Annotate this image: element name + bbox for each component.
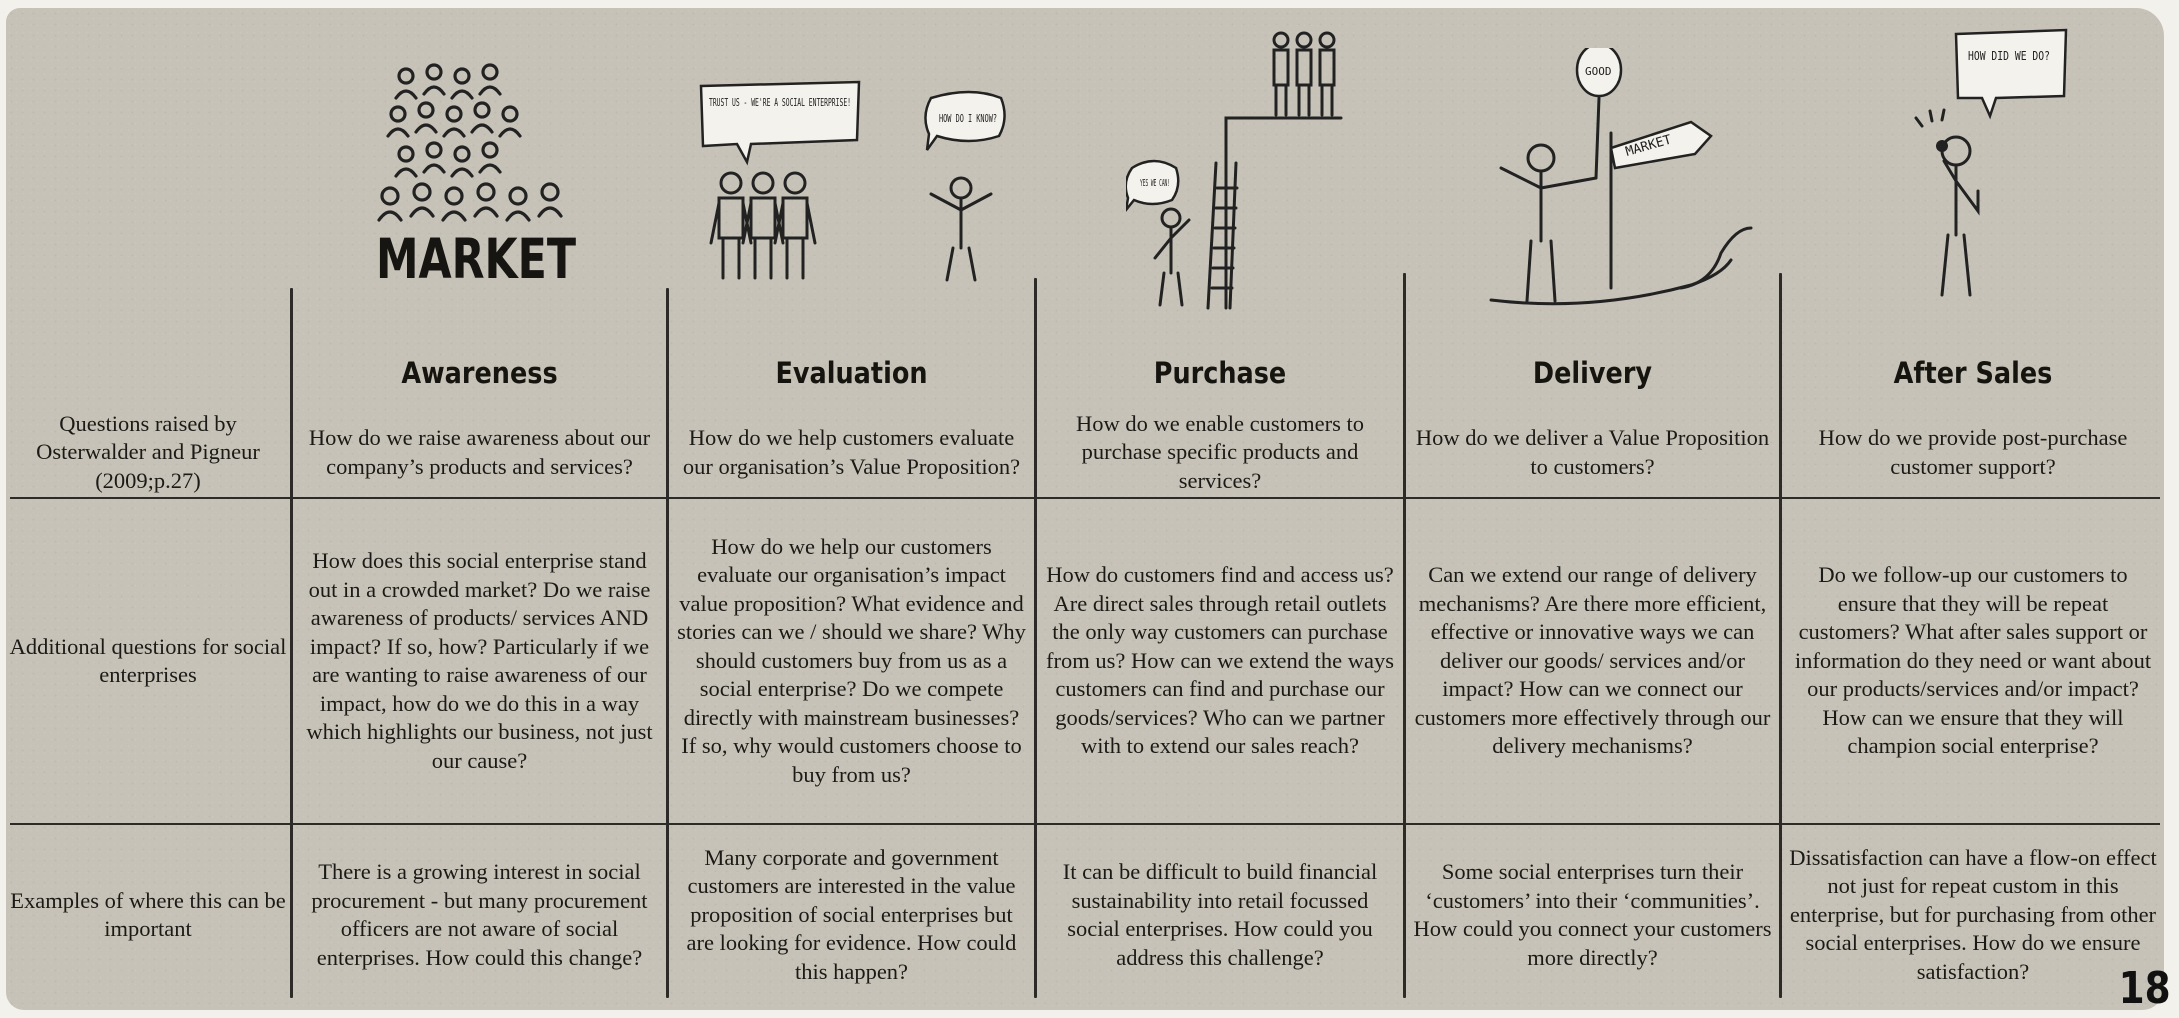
aftersales-illustration: HOW DID WE DO? [1914,28,2068,297]
cell-r2-after-sales: Do we follow-up our customers to ensure … [1794,562,2152,759]
column-divider-4 [1403,273,1406,998]
evaluation-illustration: TRUST US - WE'RE A SOCIAL ENTERPRISE! HO… [699,80,1006,282]
aftersales-bubble-text: HOW DID WE DO? [1968,49,2050,63]
evaluation-bubble-1-text: TRUST US - WE'RE A SOCIAL ENTERPRISE! [709,96,851,109]
column-divider-2 [666,288,669,998]
cell-r2-purchase: How do customers find and access us? Are… [1045,562,1394,759]
market-crowd-illustration: MARKET [376,63,576,288]
page-number: 18 [2118,963,2171,1014]
cell-r2-awareness: How does this social enterprise stand ou… [306,548,653,773]
column-title-delivery: Delivery [1532,356,1653,390]
delivery-balloon-text: GOOD [1585,65,1612,78]
customer-journey-card: MARKET TRUST US - WE'RE A SOCIAL ENTERPR… [6,8,2164,1010]
cell-r1-evaluation: How do we help customers evaluate our or… [682,425,1021,479]
column-title-purchase: Purchase [1153,356,1287,390]
cell-r2-delivery: Can we extend our range of delivery mech… [1414,562,1771,759]
evaluation-bubble-2-text: HOW DO I KNOW? [939,112,997,125]
delivery-illustration: GOOD MARKET [1489,48,1753,306]
market-sign-text: MARKET [376,227,576,288]
column-title-awareness: Awareness [401,356,558,390]
row-label-additional: Additional questions for social enterpri… [9,633,287,688]
column-divider-5 [1779,273,1782,998]
cell-r1-purchase: How do we enable customers to purchase s… [1075,410,1365,493]
cell-r3-purchase: It can be difficult to build financial s… [1062,859,1378,970]
cell-r3-evaluation: Many corporate and government customers … [686,844,1017,984]
row-divider-2 [10,823,2160,825]
column-divider-1 [290,288,293,998]
cell-r2-evaluation: How do we help our customers evaluate ou… [677,533,1026,787]
cell-r1-after-sales: How do we provide post-purchase customer… [1818,425,2128,479]
row-divider-1 [10,497,2160,499]
purchase-illustration: YES WE CAN! [1126,31,1343,310]
cell-r3-after-sales: Dissatisfaction can have a flow-on effec… [1789,844,2157,984]
column-title-after-sales: After Sales [1893,356,2053,390]
row-label-osterwalder: Questions raised by Osterwalder and Pign… [36,410,260,493]
column-divider-3 [1034,278,1037,998]
cell-r1-awareness: How do we raise awareness about our comp… [308,425,651,479]
column-title-evaluation: Evaluation [775,356,928,390]
cell-r3-delivery: Some social enterprises turn their ‘cust… [1413,859,1772,970]
cell-r1-delivery: How do we deliver a Value Proposition to… [1415,425,1770,479]
row-label-examples: Examples of where this can be important [10,887,286,942]
purchase-bubble-text: YES WE CAN! [1140,178,1170,189]
cell-r3-awareness: There is a growing interest in social pr… [311,859,648,970]
